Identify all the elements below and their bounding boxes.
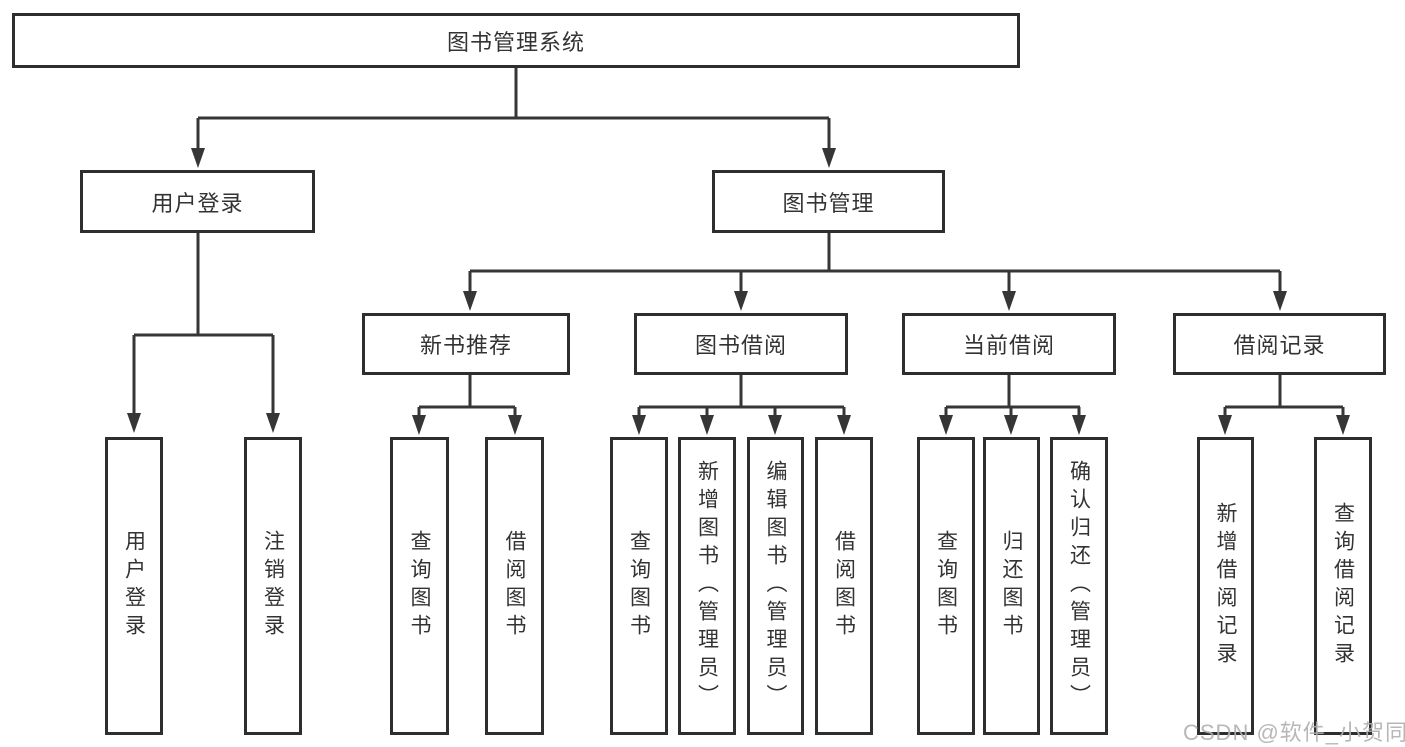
leaf-confirm-return-admin: 确认归还（管理员）: [1050, 437, 1108, 735]
node-borrowing-records: 借阅记录: [1173, 313, 1386, 375]
node-user-login: 用户登录: [80, 170, 315, 233]
leaf-borrow-book-recommend: 借阅图书: [485, 437, 544, 735]
leaf-logout: 注销登录: [244, 437, 302, 735]
leaf-add-borrow-record: 新增借阅记录: [1197, 437, 1254, 735]
leaf-query-book-borrowing: 查询图书: [610, 437, 668, 735]
node-book-management: 图书管理: [712, 170, 945, 233]
leaf-return-book: 归还图书: [983, 437, 1040, 735]
leaf-query-borrow-record: 查询借阅记录: [1314, 437, 1372, 735]
node-book-borrowing: 图书借阅: [634, 313, 848, 375]
node-root-library-system: 图书管理系统: [12, 13, 1020, 68]
node-current-borrowing: 当前借阅: [902, 313, 1116, 375]
leaf-user-login: 用户登录: [105, 437, 163, 735]
csdn-watermark: CSDN @软件_小贺同学: [1183, 720, 1405, 745]
leaf-add-book-admin: 新增图书（管理员）: [678, 437, 736, 735]
leaf-query-book-current: 查询图书: [917, 437, 975, 735]
arrowheads: [127, 148, 1350, 435]
leaf-edit-book-admin: 编辑图书（管理员）: [747, 437, 804, 735]
leaf-borrow-book-borrowing: 借阅图书: [815, 437, 873, 735]
node-new-book-recommend: 新书推荐: [362, 313, 570, 375]
leaf-query-book-recommend: 查询图书: [390, 437, 449, 735]
